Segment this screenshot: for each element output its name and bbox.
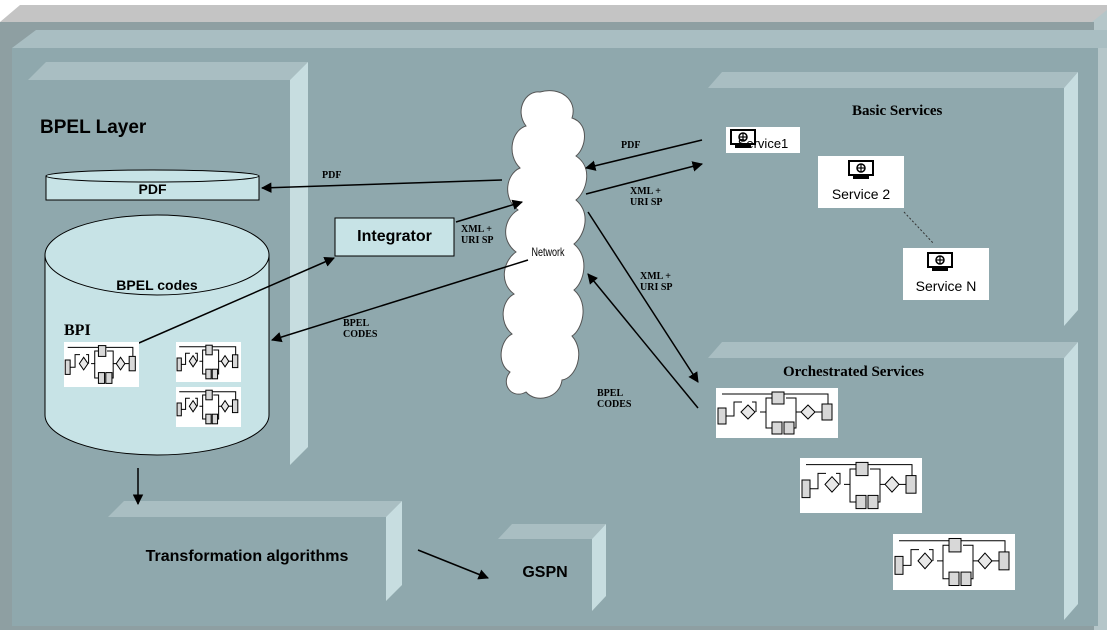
- orchestrated-services-title: Orchestrated Services: [783, 364, 924, 380]
- workflow-diagram-icon: [64, 342, 139, 387]
- bpel-codes-arrow-label-right: BPEL CODES: [597, 388, 632, 410]
- bpi-label: BPI: [64, 322, 91, 339]
- pdf-arrow-label-right: PDF: [621, 140, 641, 151]
- transformation-label: Transformation algorithms: [145, 548, 349, 565]
- monitor-icon: [848, 160, 874, 179]
- xml-uri-label-basic: XML + URI SP: [630, 186, 663, 208]
- transformation-box: [108, 501, 402, 601]
- workflow-diagram-icon: [176, 387, 241, 427]
- integrator-box: [334, 217, 455, 257]
- service-2-label: Service 2: [831, 186, 891, 202]
- bpel-codes-arrow-label-left: BPEL CODES: [343, 318, 378, 340]
- connector-arrows: [131, 139, 704, 580]
- cloud-icon: [500, 90, 588, 399]
- bpel-layer-title: BPEL Layer: [40, 117, 147, 138]
- network-label: Network: [531, 245, 565, 259]
- workflow-glyph: [176, 389, 239, 425]
- pdf-label: PDF: [138, 181, 167, 197]
- basic-services-title: Basic Services: [852, 103, 943, 119]
- monitor-icon: [730, 129, 756, 148]
- bpel-codes-label: BPEL codes: [116, 277, 198, 293]
- workflow-glyph: [894, 537, 1010, 587]
- pdf-arrow-label-left: PDF: [322, 170, 342, 181]
- workflow-glyph: [64, 345, 136, 384]
- pdf-cylinder: [45, 169, 260, 201]
- workflow-diagram-icon: [800, 458, 922, 513]
- workflow-glyph: [176, 344, 239, 380]
- workflow-diagram-icon: [176, 342, 241, 382]
- service-2[interactable]: Service 2: [818, 156, 904, 208]
- workflow-diagram-icon: [716, 388, 838, 438]
- gspn-box: [498, 524, 606, 611]
- service-1[interactable]: Service1: [726, 127, 800, 153]
- service-ellipsis-dots: [903, 211, 935, 245]
- workflow-diagram-icon: [893, 534, 1015, 590]
- monitor-icon: [927, 252, 953, 271]
- service-n-label: Service N: [915, 278, 977, 294]
- xml-uri-label-integrator: XML + URI SP: [461, 224, 494, 246]
- service-1-label: Service1: [737, 136, 789, 151]
- integrator-label: Integrator: [357, 228, 432, 245]
- service-n[interactable]: Service N: [903, 248, 989, 300]
- workflow-glyph: [717, 391, 833, 435]
- gspn-label: GSPN: [522, 564, 568, 581]
- xml-uri-label-orch: XML + URI SP: [640, 271, 673, 293]
- workflow-glyph: [801, 461, 917, 510]
